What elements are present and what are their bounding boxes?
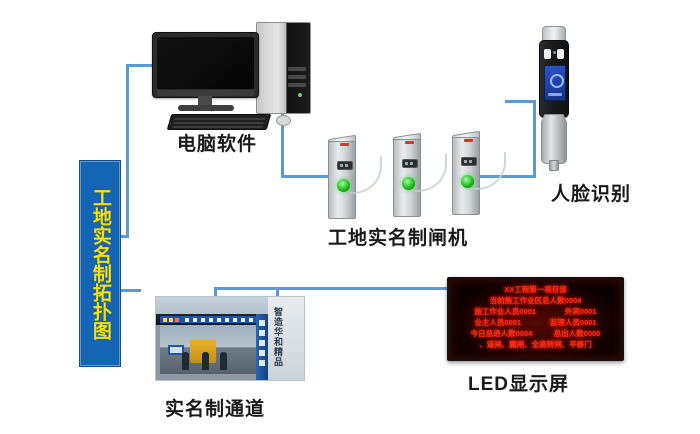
led-line-4-left: 业主人员0001 xyxy=(474,318,522,327)
passage-caption: 实名制通道 xyxy=(165,399,266,420)
connector-passage-to-led-horizontal xyxy=(214,287,452,290)
face-recognition-terminal xyxy=(536,26,570,178)
face-camera-head-icon xyxy=(539,40,569,118)
pc-tower-icon xyxy=(256,22,311,114)
computer-caption: 电脑软件 xyxy=(177,134,258,155)
passage-photo: 智造华和精品 xyxy=(155,296,305,381)
led-display-screen: XX工程第一项目部 当前施工作业区总人数0004 施工作业人员0001 外宾00… xyxy=(447,277,624,361)
face-recognition-caption: 人脸识别 xyxy=(551,184,632,205)
led-line-3-right: 外宾0001 xyxy=(564,307,597,316)
gate-status-indicator-icon xyxy=(461,175,474,188)
turnstile-3 xyxy=(452,127,506,215)
passage-wall-text: 智造华和精品 xyxy=(273,307,283,367)
diagram-title-banner: 工地实名制拓扑图 xyxy=(79,160,121,367)
monitor-icon xyxy=(152,32,259,98)
keyboard-icon xyxy=(166,114,272,130)
gate-status-indicator-icon xyxy=(402,177,415,190)
led-line-4: 业主人员0001 监理人员0001 xyxy=(456,317,615,328)
turnstiles-caption: 工地实名制闸机 xyxy=(328,228,469,249)
mouse-icon xyxy=(276,115,291,126)
gate-status-indicator-icon xyxy=(337,179,350,192)
connector-gate-to-face-vertical xyxy=(533,100,536,178)
led-line-4-right: 监理人员0001 xyxy=(549,318,597,327)
led-line-5-right: 总出人数0000 xyxy=(553,329,601,338)
connector-computer-to-gate-horizontal xyxy=(281,175,329,178)
led-line-3-left: 施工作业人员0001 xyxy=(474,307,537,316)
led-line-5: 今日总进人数0004 总出人数0000 xyxy=(456,328,615,339)
turnstile-2 xyxy=(393,129,447,217)
computer-illustration xyxy=(152,22,311,130)
connector-passage-photo-drop xyxy=(214,287,217,299)
led-line-2: 当前施工作业区总人数0004 xyxy=(489,296,582,305)
terminal-screen xyxy=(544,65,566,101)
led-line-1: XX工程第一项目部 xyxy=(504,285,567,294)
connector-banner-stub-computer xyxy=(119,235,129,238)
led-caption: LED显示屏 xyxy=(468,374,570,395)
connector-face-horizontal-top xyxy=(505,100,536,103)
led-line-5-left: 今日总进人数0004 xyxy=(470,329,533,338)
connector-gate-to-face-horizontal xyxy=(476,175,536,178)
led-line-6: 、道闸、翼闸、全高转闸、平移门 xyxy=(479,340,592,349)
diagram-title-text: 工地实名制拓扑图 xyxy=(89,187,111,340)
connector-banner-to-computer-vertical xyxy=(126,64,129,238)
connector-banner-stub-passage xyxy=(119,289,141,292)
turnstile-1 xyxy=(328,131,382,219)
connector-computer-to-gate-vertical xyxy=(281,105,284,178)
connector-banner-to-computer-horizontal-top xyxy=(126,64,168,67)
led-line-3: 施工作业人员0001 外宾0001 xyxy=(456,306,615,317)
